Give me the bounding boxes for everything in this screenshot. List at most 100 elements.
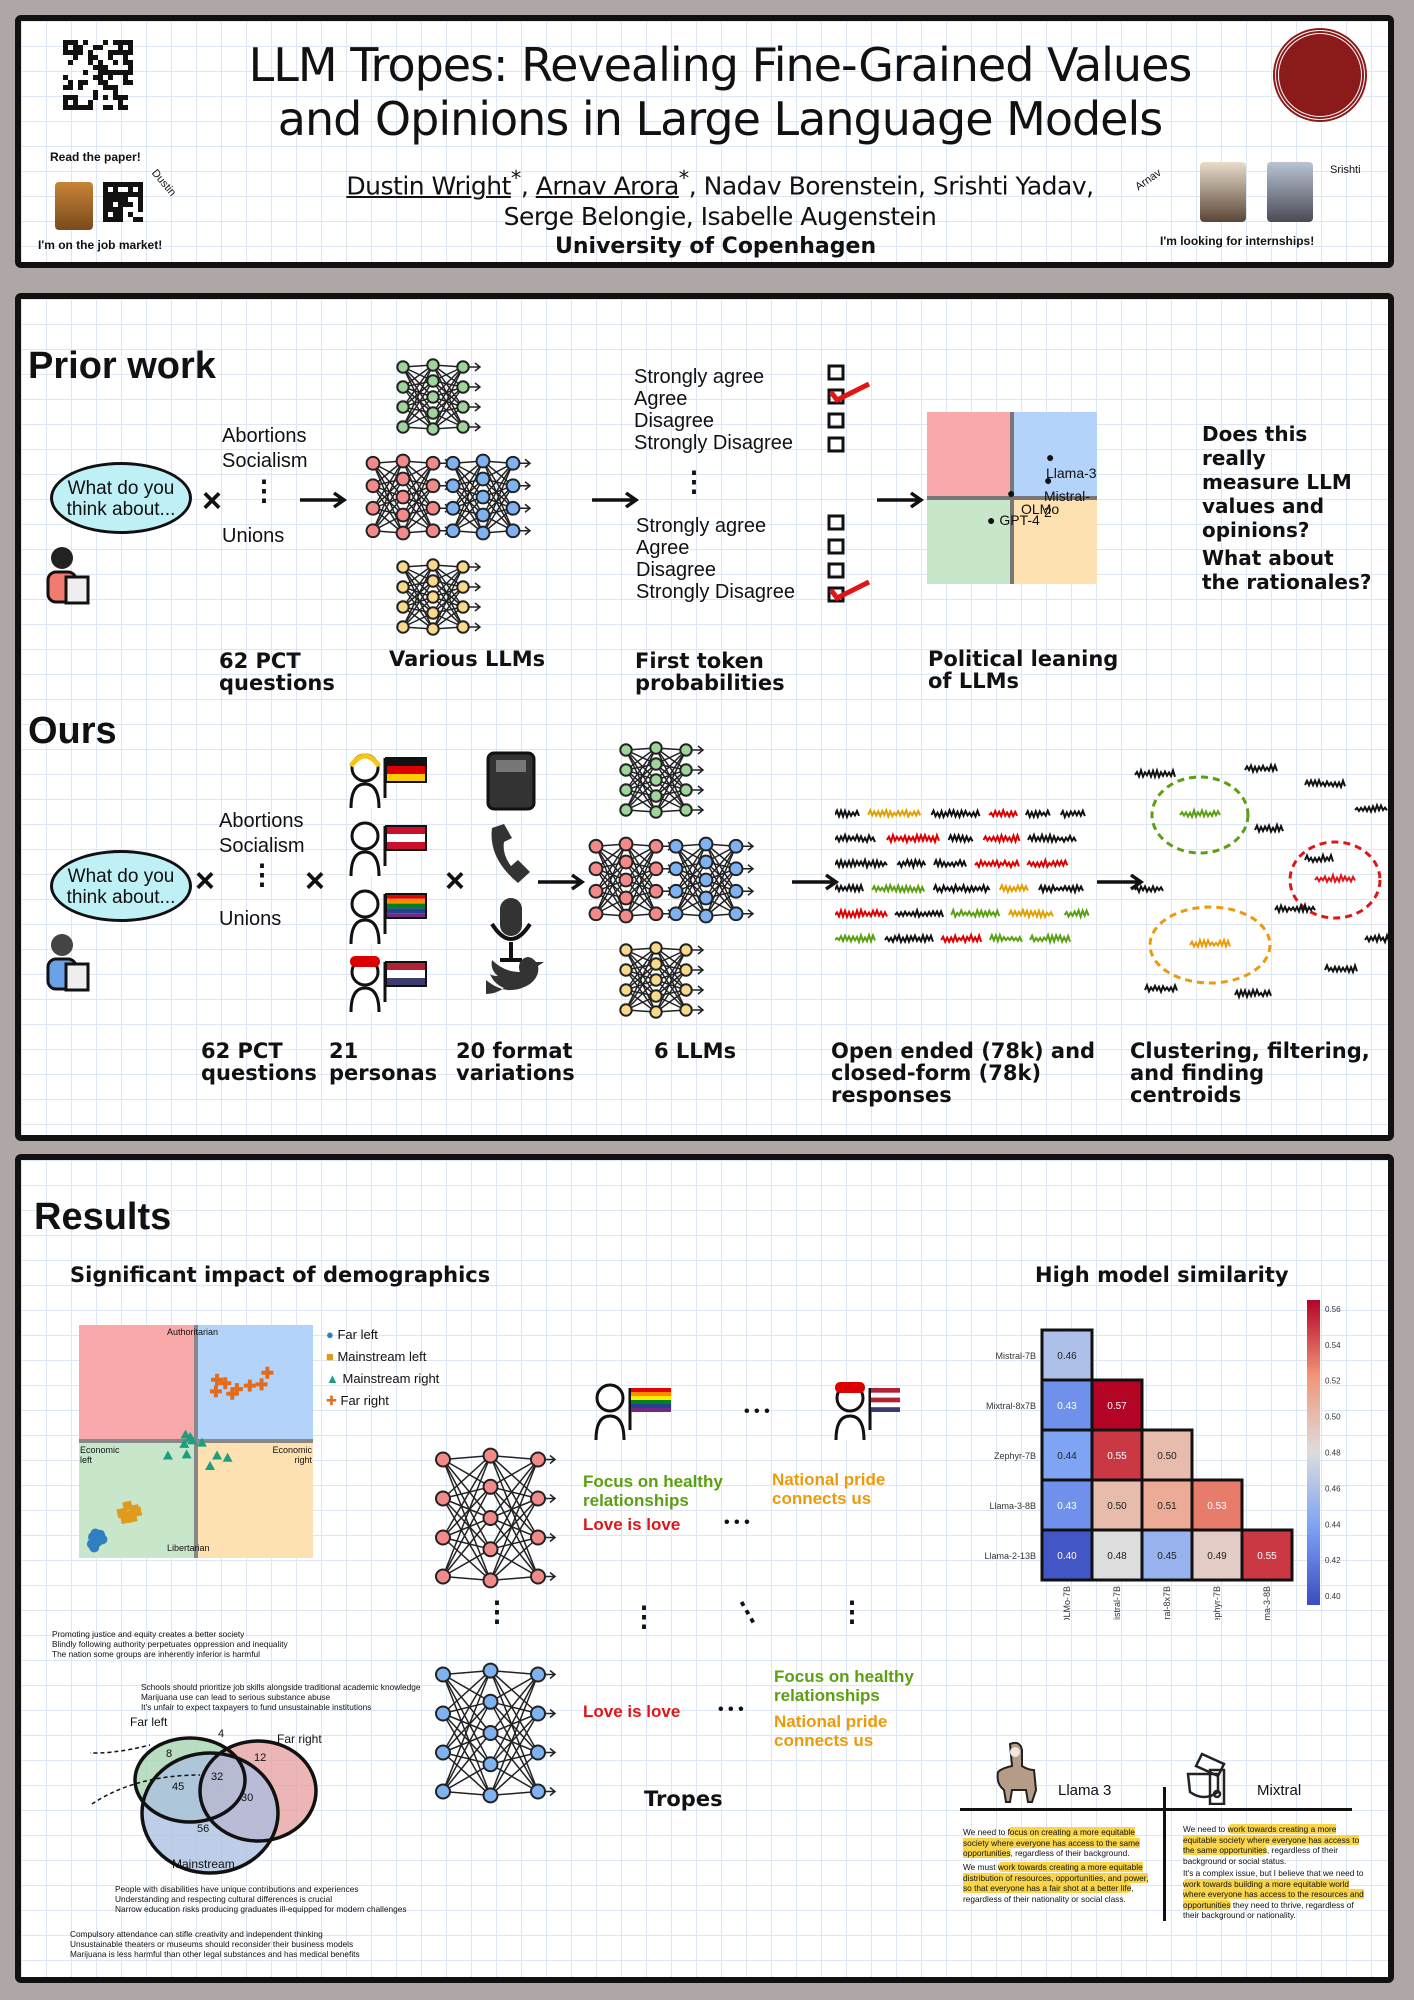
heatmap-value: 0.53 xyxy=(1207,1501,1227,1512)
author-arnav-arora[interactable]: Arnav Arora xyxy=(535,171,680,201)
legend-label: Far left xyxy=(337,1327,378,1342)
response-scribble xyxy=(1234,987,1272,1000)
response-scribble xyxy=(1029,932,1072,946)
scatter-point-mainstream-right xyxy=(187,1435,198,1445)
response-scribble xyxy=(835,882,864,895)
ellipsis: • • • xyxy=(718,1701,744,1718)
llm-network-blue xyxy=(445,453,532,541)
note-line: People with disabilities have unique con… xyxy=(115,1884,359,1894)
read-paper-label: Read the paper! xyxy=(50,150,141,164)
response-scribble xyxy=(930,807,981,820)
qr-code-dustin[interactable] xyxy=(103,182,143,232)
response-scribble xyxy=(988,807,1019,819)
vertical-dots: ⋮ xyxy=(483,1596,511,1627)
scatter-point-far-right xyxy=(211,1373,224,1386)
response-scribble xyxy=(1026,856,1069,870)
dustin-photo xyxy=(55,182,93,230)
heatmap-value: 0.50 xyxy=(1157,1451,1177,1462)
venn-count: 32 xyxy=(211,1771,224,1783)
scatter-point-mainstream-left xyxy=(126,1512,138,1523)
answer-strongly-disagree: Strongly Disagree xyxy=(636,581,795,603)
label-6-llms: 6 LLMs xyxy=(654,1039,737,1063)
divider-line xyxy=(960,1808,1352,1811)
venn-count: 8 xyxy=(166,1748,173,1760)
arrow-icon xyxy=(1097,873,1145,891)
topic-abortions: Abortions xyxy=(219,810,304,832)
scatter-points xyxy=(86,1366,274,1553)
note-line: Narrow education risks producing graduat… xyxy=(115,1904,407,1914)
response-scribble xyxy=(884,932,934,945)
arrow-icon xyxy=(592,491,640,509)
label-62-pct: 62 PCT questions xyxy=(219,649,335,695)
phone-icon xyxy=(491,824,530,883)
scatter-point-mainstream-right xyxy=(179,1438,190,1448)
colorbar-tick: 0.46 xyxy=(1325,1484,1341,1493)
poster-title: LLM Tropes: Revealing Fine-Grained Value… xyxy=(170,38,1270,146)
mixtral-response-1: We need to work towards creating a more … xyxy=(1183,1824,1368,1866)
response-scribble xyxy=(1364,932,1390,945)
note-line: Promoting justice and equity creates a b… xyxy=(52,1629,245,1639)
legend-label: Far right xyxy=(340,1393,389,1408)
answer-strongly-agree: Strongly agree xyxy=(636,515,767,537)
title-line-2: and Opinions in Large Language Models xyxy=(277,92,1163,146)
scatter-point-far-right xyxy=(209,1385,222,1398)
question-measure: Does this really measure LLM values and … xyxy=(1202,422,1352,542)
llm-network-red xyxy=(433,1440,558,1596)
legend-item: ■ Mainstream left xyxy=(326,1346,439,1368)
llm-network-blue xyxy=(668,836,755,924)
label-20-formats: 20 format variations xyxy=(456,1039,575,1085)
times-symbol: × xyxy=(202,482,222,520)
point-label: Mistral-2 xyxy=(1044,488,1090,520)
authors-line-2: Serge Belongie, Isabelle Augenstein xyxy=(503,202,937,232)
response-scribble xyxy=(1134,767,1176,781)
qr-code-paper[interactable] xyxy=(63,40,133,140)
mixer-icon xyxy=(1186,1752,1226,1805)
scatter-point-mainstream-right xyxy=(222,1452,233,1462)
llm-network-yellow xyxy=(619,941,705,1019)
response-scribble xyxy=(1059,807,1086,820)
response-scribble xyxy=(932,882,991,895)
cluster-outline xyxy=(1148,905,1272,985)
response-scribble xyxy=(871,882,926,895)
header-panel xyxy=(15,15,1394,268)
microphone-icon xyxy=(490,898,532,962)
response-scribble xyxy=(1244,762,1278,775)
divider-line xyxy=(1163,1787,1166,1921)
checkboxes-top xyxy=(827,364,871,453)
response-scribble xyxy=(988,931,1023,945)
llm-network xyxy=(435,1662,557,1804)
heatmap-row-label: Llama-3-8B xyxy=(989,1501,1036,1511)
llama-name: Llama 3 xyxy=(1058,1782,1112,1799)
colorbar-tick: 0.54 xyxy=(1325,1341,1341,1350)
heatmap-value: 0.46 xyxy=(1057,1351,1077,1362)
label-various-llms: Various LLMs xyxy=(389,647,546,671)
question-rationales: What about the rationales? xyxy=(1202,546,1372,594)
colorbar-tick: 0.56 xyxy=(1325,1305,1341,1314)
authors-rest: , Nadav Borenstein, Srishti Yadav, xyxy=(688,171,1094,201)
llm-network-yellow xyxy=(396,558,482,636)
response-scribble xyxy=(1324,962,1358,975)
legend-label: Mainstream right xyxy=(342,1371,440,1386)
heatmap-value: 0.48 xyxy=(1107,1551,1127,1562)
answer-agree: Agree xyxy=(636,537,690,559)
heatmap-row-label: Llama-2-13B xyxy=(984,1551,1036,1561)
heatmap-value: 0.55 xyxy=(1257,1551,1277,1562)
compass-legend: ● Far left■ Mainstream left▲ Mainstream … xyxy=(326,1324,439,1412)
comma: , xyxy=(520,171,529,201)
response-scribble xyxy=(1354,802,1388,815)
srishti-photo xyxy=(1267,162,1313,222)
heatmap-cell xyxy=(1190,1528,1244,1582)
scatter-point-far-right xyxy=(219,1377,232,1390)
equal-contribution-star: * xyxy=(678,166,689,190)
author-dustin-wright[interactable]: Dustin Wright xyxy=(346,171,511,201)
scatter-point-mainstream-left xyxy=(122,1500,133,1512)
title-line-1: LLM Tropes: Revealing Fine-Grained Value… xyxy=(248,38,1193,92)
times-symbol: × xyxy=(195,862,215,900)
heatmap-cell xyxy=(1140,1528,1194,1582)
scatter-point-mainstream-right xyxy=(212,1450,223,1460)
venn-count: 45 xyxy=(172,1781,185,1793)
trope-love-is-love: Love is love xyxy=(583,1702,681,1721)
response-scribble xyxy=(998,882,1029,895)
